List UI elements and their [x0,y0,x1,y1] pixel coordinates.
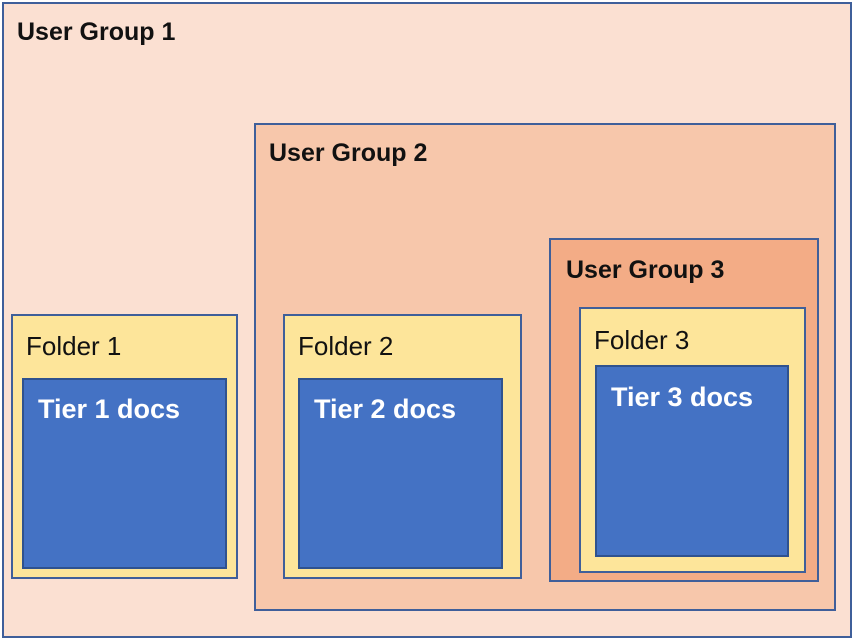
user-group-3-label: User Group 3 [566,256,725,284]
user-group-2-label: User Group 2 [269,139,428,167]
tier-2-docs-label: Tier 2 docs [314,394,457,424]
folder-1-label: Folder 1 [26,331,122,361]
tier-2-docs-box [298,378,503,569]
user-group-1-label: User Group 1 [17,18,176,46]
tier-1-docs-box [22,378,227,569]
folder-3-label: Folder 3 [594,325,690,355]
tier-3-docs-label: Tier 3 docs [611,382,754,412]
tier-3-docs-box [595,365,789,557]
tier-1-docs-label: Tier 1 docs [38,394,181,424]
folder-2-label: Folder 2 [298,331,394,361]
